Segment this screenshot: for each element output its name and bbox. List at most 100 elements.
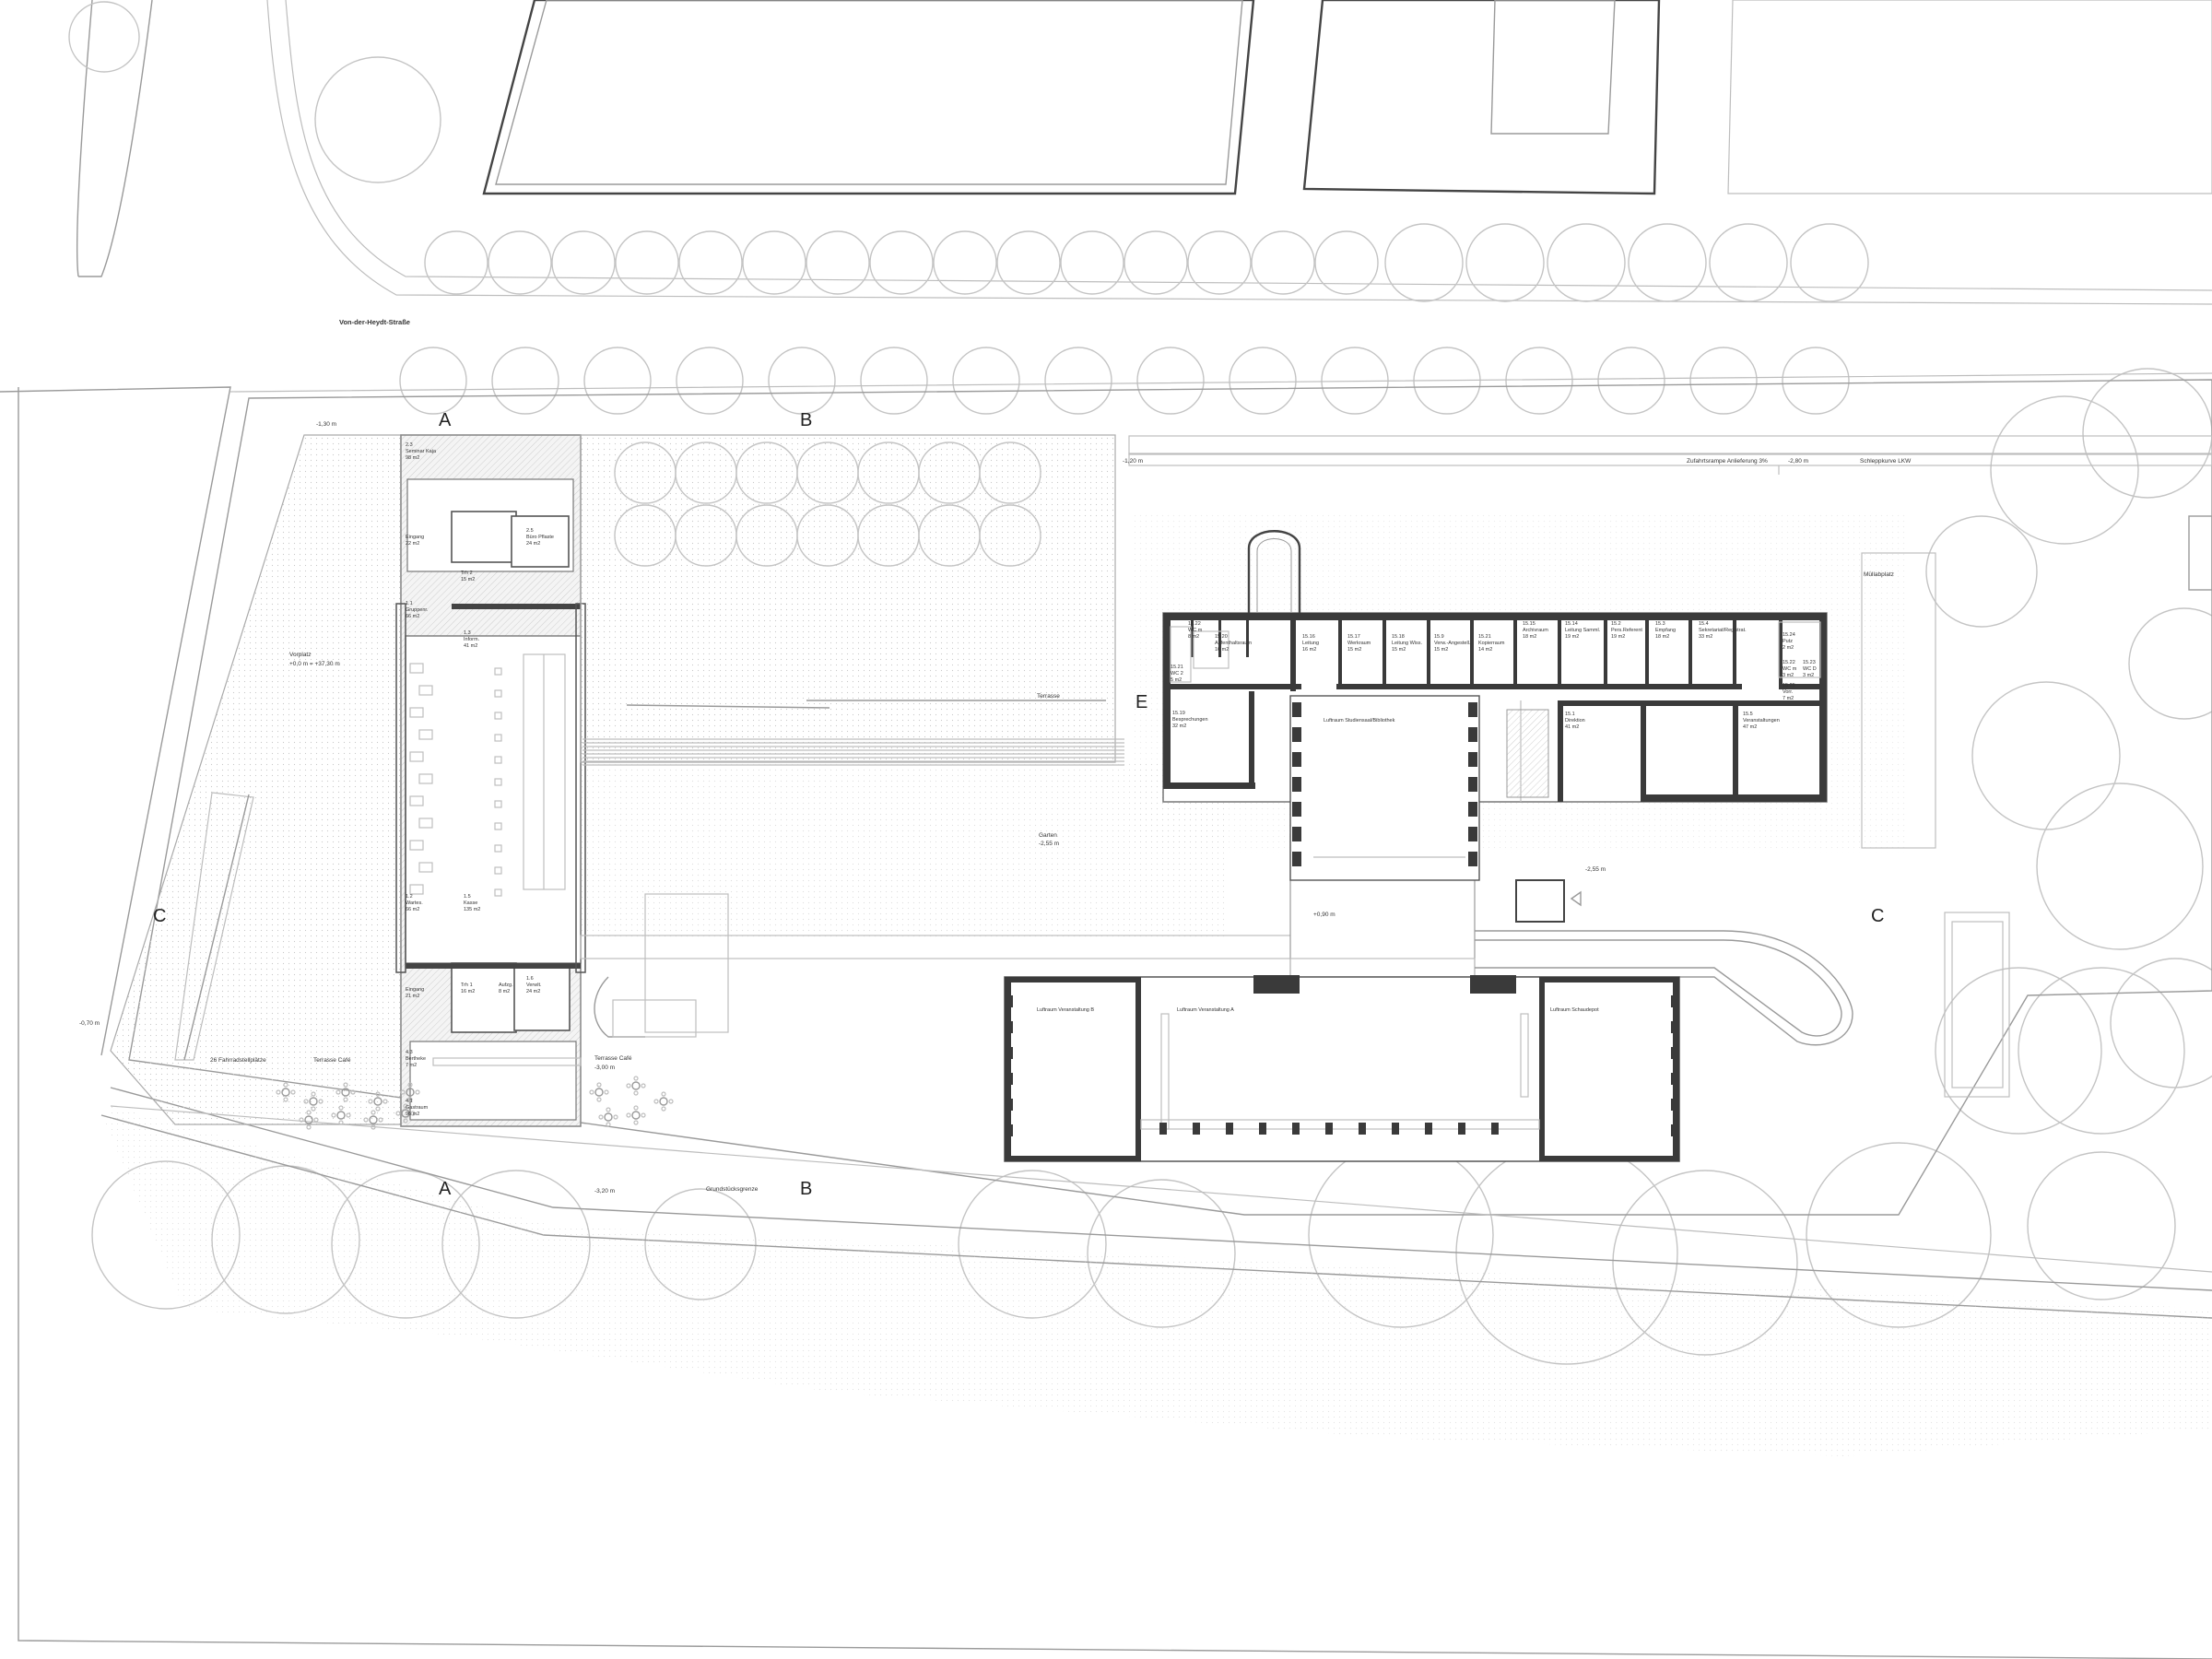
park-tree — [1990, 395, 2139, 545]
table — [409, 795, 424, 806]
pier — [1005, 995, 1013, 1007]
room-name: Leitung Wiss. — [1392, 641, 1422, 646]
cafe-chair — [375, 1106, 381, 1112]
cafe-chair — [283, 1082, 288, 1088]
room-area: 47 m2 — [1743, 724, 1757, 730]
room-area: 16 m2 — [1215, 647, 1229, 653]
cafe-table — [373, 1097, 382, 1106]
room-no: 15.25 — [1783, 683, 1795, 688]
park-tree — [1925, 515, 2038, 628]
room-no: 1.3 — [464, 630, 471, 636]
muellplatz-area — [1861, 552, 1936, 849]
room-no: 15.2 — [1611, 621, 1621, 627]
room-area: 8 m2 — [1188, 634, 1199, 640]
street-tree — [615, 230, 679, 295]
room-name: Eingang — [406, 987, 424, 993]
room-name: WC m — [1783, 666, 1797, 672]
pier — [1292, 827, 1301, 841]
room-name: Eingang — [406, 535, 424, 540]
room-name: Gruppenr. — [406, 607, 429, 613]
street-tree — [1465, 223, 1545, 302]
pier — [1292, 852, 1301, 866]
room-area: 18 m2 — [1655, 634, 1669, 640]
north-neighbour-blocks — [76, 0, 2212, 305]
garden-terrace — [580, 434, 1310, 1038]
section-mark-b-bottom: B — [800, 1179, 812, 1199]
room-name: Archivraum — [1523, 628, 1548, 633]
cafe-terrace-tables — [276, 1076, 674, 1130]
cafe-table — [594, 1088, 604, 1097]
pier — [1292, 752, 1301, 767]
room-no: 15.1 — [1565, 712, 1575, 717]
east-building-room-labels: 15.22 WC m 8 m2 15.20 Aufenthaltsraum 16… — [1171, 621, 1817, 730]
pier — [1193, 1123, 1200, 1135]
street-tree — [1251, 230, 1315, 295]
cafe-chair — [311, 1091, 316, 1097]
room-name: Aufzg. — [499, 982, 513, 988]
chair — [494, 667, 502, 676]
room-area: 22 m2 — [406, 541, 419, 547]
room-no: 15.19 — [1172, 711, 1185, 716]
room-name: Pers.Referent — [1611, 628, 1642, 633]
street-tree — [2027, 1151, 2176, 1300]
south-building — [1004, 975, 1680, 1162]
partition-wall — [1470, 620, 1474, 684]
pier — [1005, 1099, 1013, 1111]
chair — [494, 866, 502, 875]
svg-text:2.3: 2.3 — [406, 442, 413, 448]
partition-wall — [1558, 620, 1561, 684]
level-east-yard: -2,55 m — [1585, 866, 1606, 873]
room-no: 1.1 — [406, 601, 413, 606]
room-name: Verw.-Angestell. — [1434, 641, 1471, 646]
east-planter — [1944, 912, 2010, 1098]
street-tree — [742, 230, 806, 295]
chair — [494, 734, 502, 742]
section-mark-b-top: B — [800, 410, 812, 430]
room-no: 15.22 — [1783, 660, 1795, 665]
park-tree — [1971, 681, 2121, 830]
cafe-table — [659, 1097, 668, 1106]
partition-wall — [1218, 620, 1221, 657]
park-tree — [2018, 967, 2185, 1135]
park-tree — [2082, 368, 2212, 499]
room-name: Direktion — [1565, 718, 1585, 724]
street-tree — [1229, 347, 1297, 415]
street-tree — [1136, 347, 1205, 415]
pier — [1425, 1123, 1432, 1135]
cafe-chair — [633, 1090, 639, 1096]
cafe-chair — [395, 1111, 401, 1116]
cafe-chair — [626, 1083, 631, 1088]
cafe-chair — [641, 1112, 646, 1118]
street-tree — [806, 230, 870, 295]
cafe-chair — [371, 1110, 376, 1115]
cafe-chair — [410, 1111, 416, 1116]
pier — [1005, 1073, 1013, 1085]
room-area: 135 m2 — [464, 907, 480, 912]
room-no: 15.22 — [1188, 621, 1201, 627]
partition-wall — [1427, 620, 1430, 684]
cafe-table — [336, 1111, 346, 1120]
street-tree — [1782, 347, 1850, 415]
room-no: 4.3 — [406, 1050, 413, 1055]
pier — [1671, 1099, 1679, 1111]
cafe-chair — [306, 1124, 312, 1130]
street-tree — [1790, 223, 1869, 302]
room-name: Vorr. — [1783, 689, 1794, 695]
room-name: WC m — [1188, 628, 1203, 633]
table — [418, 818, 433, 829]
room-no: 4.1 — [406, 1099, 413, 1104]
section-mark-a-top: A — [439, 410, 452, 430]
pier — [1292, 1123, 1300, 1135]
forecourt-label: Vorplatz — [289, 652, 312, 658]
cafe-chair — [338, 1120, 344, 1125]
street-tree — [996, 230, 1061, 295]
cafe-chair — [318, 1099, 324, 1104]
room-name: Kopierraum — [1478, 641, 1505, 646]
cafe-chair — [661, 1091, 666, 1097]
cafe-chair — [415, 1089, 420, 1095]
cafe-chair — [375, 1091, 381, 1097]
room-no: 15.21 — [1171, 665, 1183, 670]
section-marks: A B C C E A B — [153, 410, 1884, 1199]
stair-tower — [1247, 530, 1301, 613]
